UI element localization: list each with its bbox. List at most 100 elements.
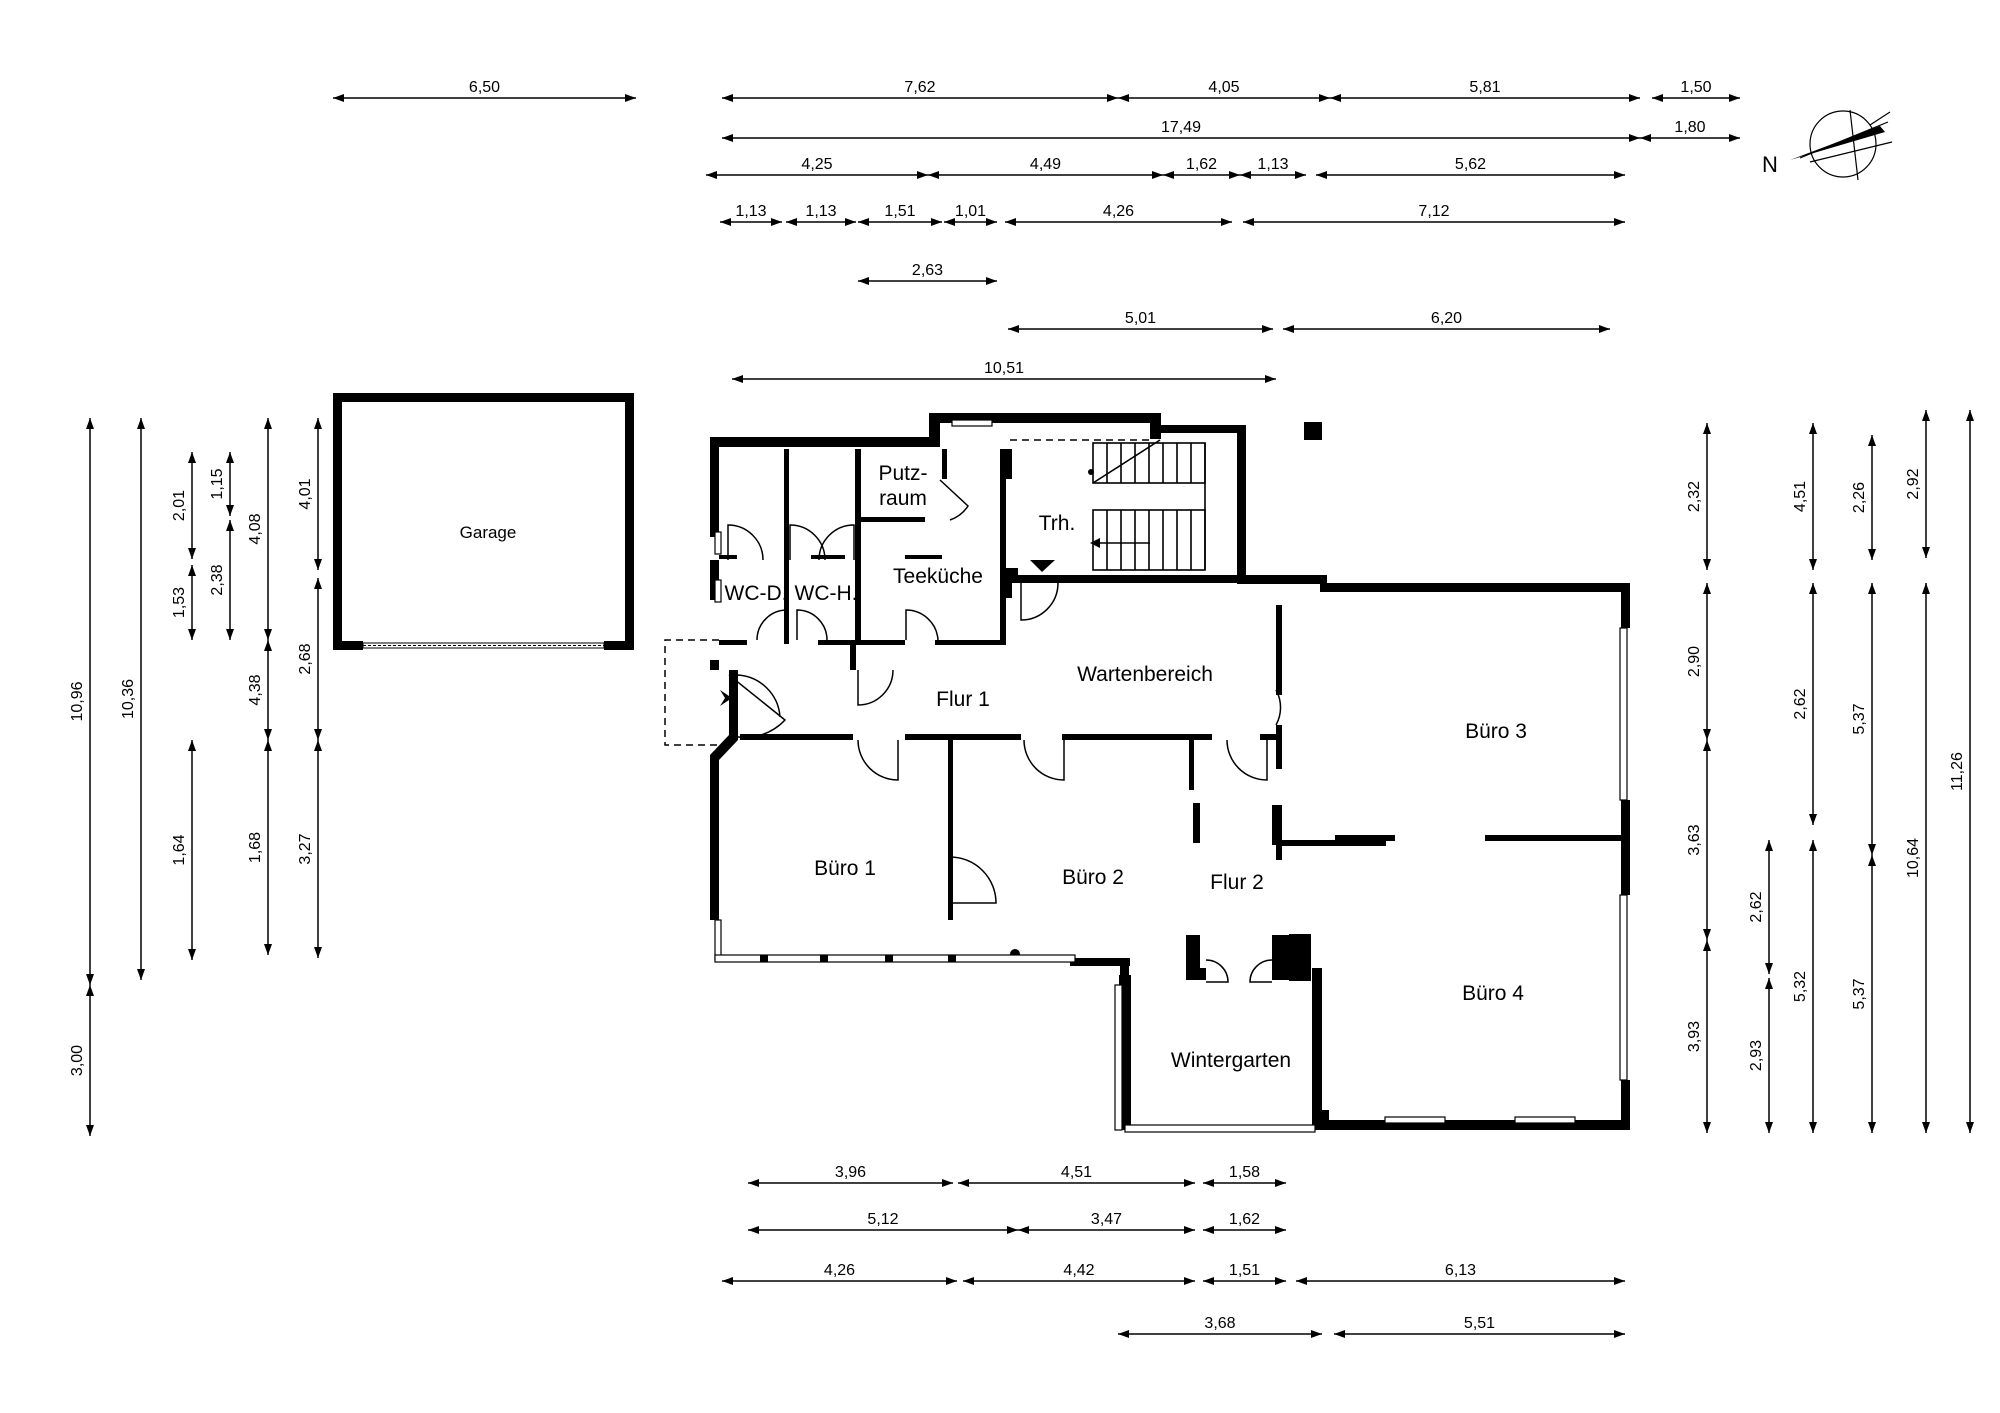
room-label-buero-4: Büro 4 [1462,982,1524,1005]
dimension-label-top: 2,63 [912,262,943,279]
dimension-label-top: 1,13 [735,203,766,220]
dimension-label-left: 1,15 [209,468,226,499]
dimension-top: 1,80 [1640,119,1740,142]
dimension-top: 7,62 [722,79,1118,102]
dimension-bottom: 4,26 [722,1262,957,1285]
dimension-left: 2,38 [209,520,234,640]
room-label-teekueche: Teeküche [893,565,983,588]
room-label-buero-3: Büro 3 [1465,720,1527,743]
windows [714,419,1628,1133]
dimension-bottom: 1,58 [1203,1164,1286,1187]
room-label-garage: Garage [460,523,517,542]
room-label-wc-damen: WC-D. [725,582,788,605]
room-label-flur-1: Flur 1 [936,688,990,711]
dimension-label-top: 1,50 [1680,79,1711,96]
dimension-bottom: 3,68 [1118,1315,1322,1338]
room-label-flur-2: Flur 2 [1210,871,1264,894]
dimension-label-top: 5,81 [1469,79,1500,96]
room-label-wc-herren: WC-H. [795,582,858,605]
dimension-left: 3,00 [69,985,94,1136]
dimension-label-right: 2,93 [1748,1040,1765,1071]
dimension-right: 10,64 [1905,583,1930,1133]
dimension-label-bottom: 1,62 [1229,1211,1260,1228]
dimension-label-left: 10,96 [69,681,86,721]
dimension-right: 2,62 [1792,583,1817,825]
dimension-left: 1,68 [247,740,272,955]
dimension-top: 5,01 [1008,310,1273,333]
dimension-label-left: 1,68 [247,832,264,863]
dimension-right: 3,93 [1686,940,1711,1133]
dimension-left: 4,38 [247,640,272,740]
dimension-right: 2,93 [1748,978,1773,1133]
dimension-left: 4,01 [297,418,322,570]
dimension-bottom: 6,13 [1296,1262,1625,1285]
dimension-label-bottom: 3,96 [835,1164,866,1181]
north-arrow-icon: N [1762,109,1893,181]
dimension-right: 2,26 [1851,435,1876,560]
dimension-label-left: 4,08 [247,513,264,544]
dimension-top: 4,49 [928,156,1163,179]
dimension-label-top: 4,25 [801,156,832,173]
dimension-label-bottom: 4,26 [824,1262,855,1279]
dimension-left: 10,36 [120,418,145,980]
north-label: N [1762,152,1778,177]
dimension-bottom: 3,47 [1018,1211,1195,1234]
dimension-label-left: 10,36 [120,679,137,719]
dimension-bottom: 1,62 [1203,1211,1286,1234]
dimension-label-right: 4,51 [1792,481,1809,512]
dimension-right: 5,32 [1792,840,1817,1133]
dimension-top: 4,26 [1005,203,1232,226]
dimension-top: 1,62 [1163,156,1240,179]
dimension-bottom: 1,51 [1203,1262,1286,1285]
dimension-right: 5,37 [1851,855,1876,1133]
room-label-buero-2: Büro 2 [1062,866,1124,889]
room-label-treppenhaus: Trh. [1039,512,1076,535]
dimension-label-right: 2,90 [1686,646,1703,677]
dimension-bottom: 5,51 [1334,1315,1625,1338]
dimension-top: 4,25 [706,156,928,179]
dimension-label-top: 1,01 [955,203,986,220]
dimension-left: 2,68 [297,578,322,740]
dimension-label-bottom: 5,12 [867,1211,898,1228]
dimension-top: 5,81 [1330,79,1640,102]
dimension-label-left: 3,00 [69,1045,86,1076]
dimension-left: 10,96 [69,418,94,985]
dimension-label-right: 3,93 [1686,1021,1703,1052]
dimension-top: 6,50 [333,79,636,102]
dimension-bottom: 4,42 [963,1262,1195,1285]
dimension-label-right: 10,64 [1905,838,1922,878]
dimension-label-left: 4,38 [247,674,264,705]
dimension-top: 7,12 [1243,203,1625,226]
dimension-label-right: 2,62 [1792,688,1809,719]
dimension-top: 2,63 [858,262,997,285]
dimension-left: 1,15 [209,452,234,516]
dimension-label-top: 1,51 [884,203,915,220]
dimension-left: 3,27 [297,740,322,958]
door-swings [664,479,1282,983]
dimension-left: 1,64 [171,740,196,960]
dimension-label-bottom: 6,13 [1445,1262,1476,1279]
dimension-top: 1,13 [720,203,782,226]
dimension-label-left: 3,27 [297,833,314,864]
dimension-top: 1,13 [786,203,856,226]
dimension-label-left: 2,38 [209,564,226,595]
dimension-label-right: 3,63 [1686,824,1703,855]
dimension-label-top: 4,26 [1103,203,1134,220]
dimension-label-bottom: 3,47 [1091,1211,1122,1228]
dimension-label-left: 2,01 [171,490,188,521]
room-label-wintergarten: Wintergarten [1171,1049,1291,1072]
room-label-wartenbereich: Wartenbereich [1077,663,1213,686]
dimension-label-top: 5,62 [1455,156,1486,173]
dimension-right: 4,51 [1792,423,1817,570]
dimension-label-top: 10,51 [984,360,1024,377]
dimension-bottom: 5,12 [748,1211,1018,1234]
dimension-right: 2,92 [1905,410,1930,558]
garage [333,393,634,650]
room-label-putzraum-1: Putz- [878,462,927,485]
dimension-label-right: 2,32 [1686,481,1703,512]
dimension-label-bottom: 4,42 [1063,1262,1094,1279]
dimension-label-top: 1,13 [1257,156,1288,173]
dimension-left: 4,08 [247,418,272,640]
dimension-right: 2,62 [1748,840,1773,974]
